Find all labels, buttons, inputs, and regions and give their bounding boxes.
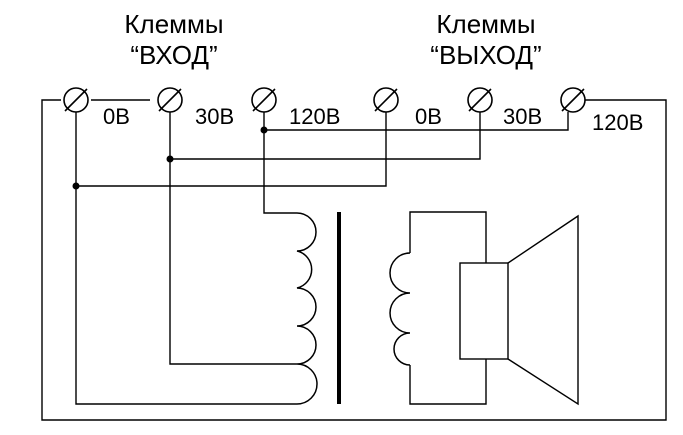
terminal-in-120v	[251, 87, 277, 113]
terminal-label-in-30v: 30В	[195, 104, 234, 129]
terminal-out-120v	[560, 87, 586, 113]
terminal-label-out-0v: 0В	[415, 104, 442, 129]
terminal-label-in-0v: 0В	[103, 104, 130, 129]
speaker-magnet	[459, 262, 509, 360]
terminal-out-30v	[467, 87, 493, 113]
wire-in-0v	[75, 112, 297, 405]
terminal-in-30v	[157, 87, 183, 113]
terminal-label-out-120v: 120В	[592, 110, 643, 135]
wire-in-120v	[263, 112, 297, 214]
input-terminals-title: Клеммы	[124, 9, 223, 39]
junction-dot-30v	[166, 155, 174, 163]
wire-120v-bus	[264, 112, 569, 131]
terminal-label-in-120v: 120В	[289, 104, 340, 129]
junction-dot-120v	[260, 126, 268, 134]
primary-winding	[296, 212, 318, 405]
secondary-winding	[389, 252, 411, 366]
housing-outline	[41, 99, 667, 421]
output-terminals-subtitle: “ВЫХОД”	[430, 40, 541, 70]
terminal-label-out-30v: 30В	[503, 104, 542, 129]
terminal-out-0v	[373, 87, 399, 113]
junction-dot-0v	[72, 182, 80, 190]
wire-secondary-bottom	[409, 359, 487, 405]
speaker-cone	[507, 214, 579, 406]
input-terminals-subtitle: “ВХОД”	[130, 40, 217, 70]
wire-30v-bus	[170, 112, 481, 160]
output-terminals-title: Клеммы	[436, 9, 535, 39]
wire-secondary-top	[409, 211, 487, 263]
wire-in-30v	[169, 112, 297, 365]
terminal-in-0v	[63, 87, 89, 113]
wire-0v-bus	[76, 112, 387, 187]
